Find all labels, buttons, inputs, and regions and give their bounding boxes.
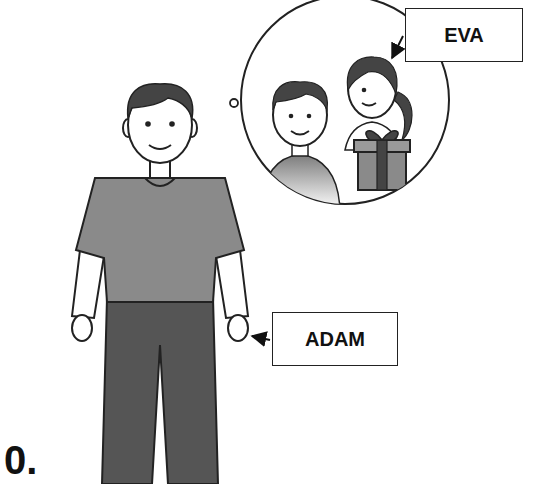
smile [291, 131, 309, 135]
right-arm [216, 250, 248, 318]
smile [149, 145, 171, 149]
eye [145, 121, 151, 127]
leader-arrow [392, 36, 403, 58]
dream-woman-hair [347, 57, 397, 94]
eye [362, 88, 367, 93]
dream-man-hair [273, 82, 328, 110]
shirt [76, 178, 244, 302]
collar [145, 178, 175, 186]
name-label: ADAM [305, 328, 365, 351]
dream-man-shirt [262, 154, 340, 210]
pants [102, 298, 218, 484]
left-hand [72, 315, 92, 341]
eye [289, 114, 294, 119]
right-hand [228, 315, 248, 341]
eye [307, 114, 312, 119]
name-label-box: ADAM [272, 312, 398, 366]
left-arm [72, 250, 104, 318]
smile [362, 103, 376, 106]
hair [128, 84, 193, 118]
eye [169, 121, 175, 127]
name-label: EVA [444, 24, 484, 47]
gift-ribbon [377, 140, 387, 190]
thought-dot [230, 99, 238, 107]
name-label-box: EVA [405, 8, 523, 62]
leader-arrow [252, 336, 270, 340]
gift-bow [366, 131, 398, 140]
figure-number: 0. [4, 440, 37, 480]
